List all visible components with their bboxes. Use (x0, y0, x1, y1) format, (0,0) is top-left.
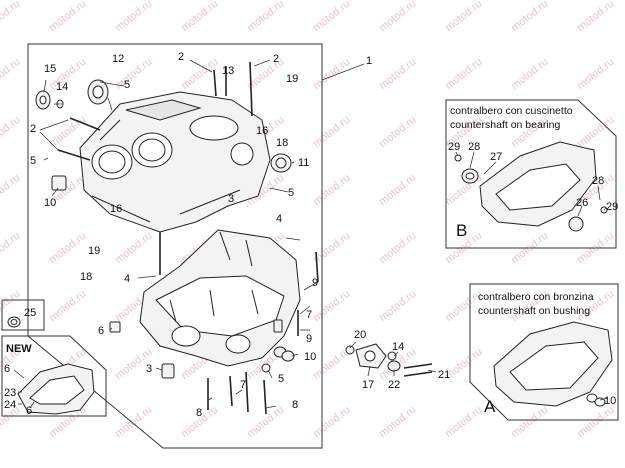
callout-4: 4 (124, 273, 130, 285)
callout-19: 19 (88, 245, 100, 257)
new-label: NEW (6, 343, 32, 355)
panel-a (469, 283, 619, 421)
panel-b-line2: countershaft on bearing (450, 119, 560, 131)
callout-18: 18 (80, 271, 92, 283)
callout-8: 8 (196, 407, 202, 419)
callout-10: 10 (304, 351, 316, 363)
bearing-assembly-left (35, 79, 109, 110)
callout-13: 13 (222, 65, 234, 77)
callout-23: 23 (4, 387, 16, 399)
upper-crankcase (79, 91, 271, 233)
panel-a-letter: A (484, 397, 496, 416)
callout-19: 19 (286, 73, 298, 85)
callout-1: 1 (366, 55, 372, 67)
callout-18: 18 (276, 137, 288, 149)
callout-24: 24 (4, 399, 16, 411)
callout-3: 3 (228, 193, 234, 205)
callout-9: 9 (312, 277, 318, 289)
panel-b (445, 99, 617, 249)
callout-29: 29 (448, 141, 460, 153)
callout-4: 4 (276, 213, 282, 225)
panel-a-line2: countershaft on bushing (478, 305, 590, 317)
leader-lines (39, 59, 437, 409)
callout-5: 5 (30, 155, 36, 167)
callout-26: 26 (576, 197, 588, 209)
callout-7: 7 (240, 379, 246, 391)
callout-5: 5 (124, 79, 130, 91)
callout-15: 15 (44, 63, 56, 75)
panel-b-letter: B (456, 221, 467, 240)
callout-29: 29 (606, 201, 618, 213)
panel-b-line1: contralbero con cuscinetto (450, 105, 573, 117)
callout-6: 6 (4, 363, 10, 375)
callout-9: 9 (306, 333, 312, 345)
callout-7: 7 (306, 309, 312, 321)
callout-28: 28 (468, 141, 480, 153)
callout-8: 8 (292, 399, 298, 411)
callout-2: 2 (273, 53, 279, 65)
callout-12: 12 (112, 53, 124, 65)
callout-25: 25 (24, 307, 36, 319)
callouts-main: 1 2 2 2 12 13 19 15 14 5 16 18 5 11 10 5… (24, 51, 450, 419)
callout-10: 10 (604, 395, 616, 407)
pump-cover-group (345, 343, 433, 377)
small-parts (51, 153, 295, 379)
callout-5: 5 (278, 373, 284, 385)
callout-2: 2 (178, 51, 184, 63)
main-frame (27, 43, 323, 449)
new-variant-box (1, 335, 107, 417)
part-25-box (1, 299, 45, 331)
callout-17: 17 (362, 379, 374, 391)
lower-crankcase (139, 229, 301, 367)
callout-14: 14 (392, 341, 404, 353)
callout-16: 16 (110, 203, 122, 215)
callout-27: 27 (490, 151, 502, 163)
callout-16: 16 (256, 125, 268, 137)
callout-11: 11 (298, 157, 309, 169)
callout-21: 21 (438, 369, 450, 381)
callout-6: 6 (98, 325, 104, 337)
callout-10: 10 (44, 197, 56, 209)
callout-2: 2 (30, 123, 36, 135)
studs-and-bolts (57, 61, 319, 415)
callout-14: 14 (56, 81, 68, 93)
callout-20: 20 (354, 329, 366, 341)
callout-28: 28 (592, 175, 604, 187)
panel-a-line1: contralbero con bronzina (478, 291, 594, 303)
callout-3: 3 (146, 363, 152, 375)
callout-6: 6 (26, 405, 32, 417)
callout-5: 5 (288, 187, 294, 199)
callout-22: 22 (388, 379, 400, 391)
